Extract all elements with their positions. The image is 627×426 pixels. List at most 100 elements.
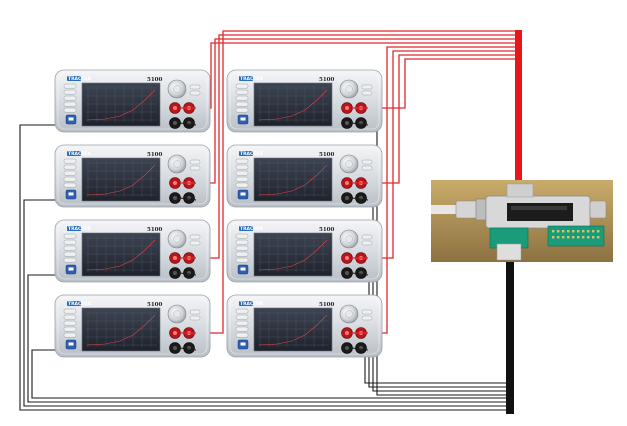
negative-bundle-trunk bbox=[506, 258, 514, 414]
instrument-model: 5100 bbox=[319, 302, 334, 308]
instrument-brand: TRACTEK bbox=[240, 226, 263, 232]
instrument-terminal-positive-highlight bbox=[173, 181, 177, 185]
instrument-soft-button bbox=[235, 158, 249, 164]
fixture-pin bbox=[567, 230, 570, 233]
instrument-side-button bbox=[189, 240, 201, 246]
instrument-usb-slot bbox=[240, 117, 246, 121]
instrument-side-button bbox=[361, 315, 373, 321]
instrument-screen-trace bbox=[86, 314, 156, 346]
fixture-connector-nut bbox=[475, 198, 487, 221]
instrument-usb-slot bbox=[240, 267, 246, 271]
instrument-soft-button bbox=[63, 170, 77, 176]
instrument-soft-button bbox=[235, 233, 249, 239]
instrument-model: 5100 bbox=[147, 227, 162, 233]
instrument-soft-button bbox=[235, 176, 249, 182]
instrument-model: 5100 bbox=[319, 227, 334, 233]
fixture-pin bbox=[562, 230, 565, 233]
instrument-soft-button bbox=[235, 308, 249, 314]
instrument-brand: TRACTEK bbox=[240, 151, 263, 157]
fixture-cable bbox=[431, 205, 461, 214]
instrument-bezel-highlight bbox=[57, 72, 208, 130]
instrument-smu-7: TRACTEK 5100 bbox=[226, 219, 383, 283]
instrument-soft-button bbox=[63, 233, 77, 239]
instrument-soft-button bbox=[235, 107, 249, 113]
instrument-screen bbox=[253, 82, 333, 127]
fixture-pin bbox=[582, 236, 585, 239]
instrument-soft-button bbox=[63, 320, 77, 326]
instrument-bezel-highlight bbox=[229, 297, 380, 355]
fixture-pin bbox=[577, 236, 580, 239]
instrument-screen-trace bbox=[258, 89, 328, 121]
instrument-terminal-negative-highlight bbox=[173, 346, 177, 350]
instrument-negative-lead bbox=[351, 347, 369, 351]
instrument-model: 5100 bbox=[319, 77, 334, 83]
fixture-pin bbox=[577, 230, 580, 233]
instrument-soft-button bbox=[235, 239, 249, 245]
fixture-pin bbox=[597, 230, 600, 233]
fixture-window bbox=[507, 203, 573, 221]
instrument-knob-center bbox=[345, 85, 353, 93]
instrument-usb-slot bbox=[68, 342, 74, 346]
instrument-knob-center bbox=[173, 85, 181, 93]
instrument-brand: TRACTEK bbox=[68, 76, 91, 82]
instrument-side-button bbox=[189, 234, 201, 240]
instrument-brand-badge bbox=[67, 151, 81, 156]
instrument-terminal-negative-highlight bbox=[345, 346, 349, 350]
instrument-soft-button bbox=[63, 308, 77, 314]
instrument-side-button bbox=[361, 234, 373, 240]
instrument-screen-trace bbox=[86, 164, 156, 196]
instrument-smu-2: TRACTEK 5100 bbox=[54, 144, 211, 208]
instrument-knob-center bbox=[345, 235, 353, 243]
instrument-brand: TRACTEK bbox=[68, 151, 91, 157]
instrument-screen bbox=[81, 232, 161, 277]
instrument-smu-5: TRACTEK 5100 bbox=[226, 69, 383, 133]
instrument-side-button bbox=[189, 159, 201, 165]
instrument-side-button bbox=[361, 240, 373, 246]
instrument-terminal-positive-highlight bbox=[173, 256, 177, 260]
fixture-board-pins bbox=[552, 230, 600, 239]
fixture-pin bbox=[582, 230, 585, 233]
fixture-bottom-ribbon bbox=[496, 243, 522, 261]
instrument-side-button bbox=[361, 309, 373, 315]
instrument-side-button bbox=[361, 159, 373, 165]
instrument-bezel-highlight bbox=[229, 222, 380, 280]
instrument-screen-trace bbox=[258, 314, 328, 346]
instrument-knob-center bbox=[173, 160, 181, 168]
instrument-soft-button bbox=[63, 107, 77, 113]
fixture-pin bbox=[552, 230, 555, 233]
instrument-negative-lead bbox=[179, 272, 197, 276]
instrument-bezel-highlight bbox=[57, 147, 208, 205]
instrument-smu-8: TRACTEK 5100 bbox=[226, 294, 383, 358]
instrument-side-button bbox=[189, 84, 201, 90]
instrument-soft-button bbox=[235, 332, 249, 338]
wire-negative-right-4 bbox=[364, 349, 512, 384]
instrument-soft-button bbox=[235, 182, 249, 188]
instrument-model: 5100 bbox=[147, 152, 162, 158]
instrument-bezel-highlight bbox=[57, 297, 208, 355]
fixture-pin bbox=[572, 236, 575, 239]
instrument-soft-button bbox=[63, 89, 77, 95]
instrument-usb-slot bbox=[68, 192, 74, 196]
instrument-brand: TRACTEK bbox=[240, 301, 263, 307]
fixture-pin bbox=[557, 236, 560, 239]
fixture-pin bbox=[557, 230, 560, 233]
fixture-pin bbox=[567, 236, 570, 239]
fixture-pin bbox=[597, 236, 600, 239]
instrument-terminal-negative-highlight bbox=[345, 121, 349, 125]
fixture-board-right bbox=[547, 225, 605, 247]
instrument-soft-button bbox=[235, 83, 249, 89]
test-fixture bbox=[431, 180, 613, 262]
instrument-brand: TRACTEK bbox=[240, 76, 263, 82]
instrument-soft-button bbox=[235, 95, 249, 101]
instrument-side-button bbox=[189, 309, 201, 315]
instrument-soft-button bbox=[235, 257, 249, 263]
instrument-terminal-positive-highlight bbox=[173, 331, 177, 335]
instrument-side-button bbox=[361, 90, 373, 96]
instrument-screen bbox=[81, 82, 161, 127]
instrument-soft-button bbox=[235, 326, 249, 332]
